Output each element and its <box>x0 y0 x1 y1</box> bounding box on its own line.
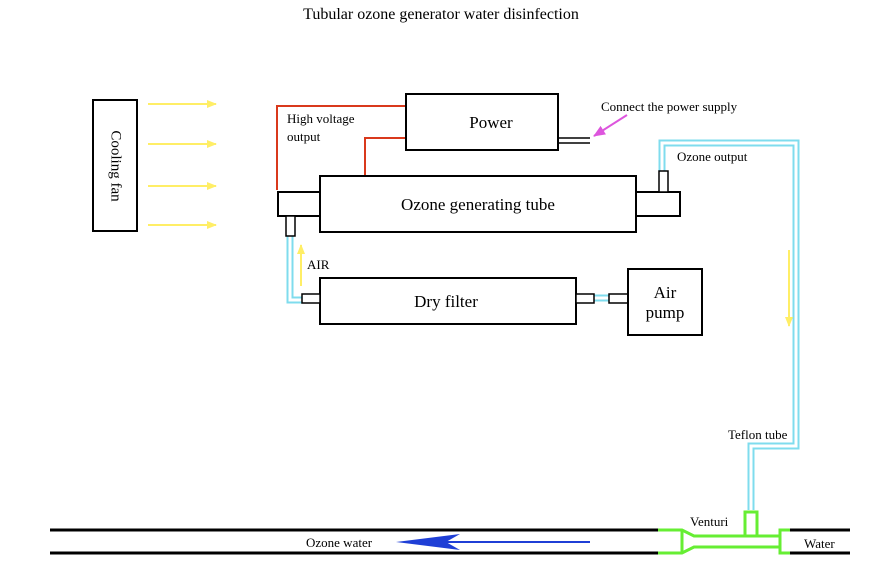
tube-left-cap <box>277 191 321 217</box>
air-pump-box <box>627 268 703 336</box>
high-voltage-label-line1: High voltage <box>287 111 355 126</box>
high-voltage-wire <box>364 137 406 176</box>
dry-filter-label: Dry filter <box>414 292 478 311</box>
power-supply-arrow <box>593 114 628 137</box>
venturi <box>658 510 790 555</box>
ozone-tube-label: Ozone generating tube <box>401 195 555 214</box>
dry-filter-inlet <box>301 293 321 304</box>
air-pump-label-line1: Air <box>654 283 677 302</box>
power-box <box>405 93 559 151</box>
high-voltage-wire <box>276 105 406 190</box>
power-label: Power <box>469 113 513 132</box>
ozone-water-arrowhead <box>396 534 460 550</box>
cooling-fan-label: Cooling fan <box>108 130 124 202</box>
venturi-label: Venturi <box>690 514 729 529</box>
air-pump-label-line2: pump <box>646 303 685 322</box>
diagram-title: Tubular ozone generator water disinfecti… <box>303 6 579 23</box>
water-label: Water <box>804 536 835 551</box>
high-voltage-label-line2: output <box>287 129 321 144</box>
ozone-tube-box <box>319 175 637 233</box>
air-label: AIR <box>307 257 330 272</box>
air-inlet-nozzle <box>285 215 296 237</box>
teflon-tube-inner <box>660 141 798 510</box>
cooling-fan-box <box>92 99 138 232</box>
tube-right-cap <box>635 191 681 217</box>
dry-filter-outlet <box>575 293 595 304</box>
connect-power-label: Connect the power supply <box>601 99 738 114</box>
ozone-output-nozzle <box>658 170 669 193</box>
air-pump-nozzle <box>608 293 629 304</box>
ozone-output-label: Ozone output <box>677 149 748 164</box>
teflon-tube-label: Teflon tube <box>728 427 788 442</box>
ozone-water-label: Ozone water <box>306 535 373 550</box>
dry-filter-box <box>319 277 577 325</box>
